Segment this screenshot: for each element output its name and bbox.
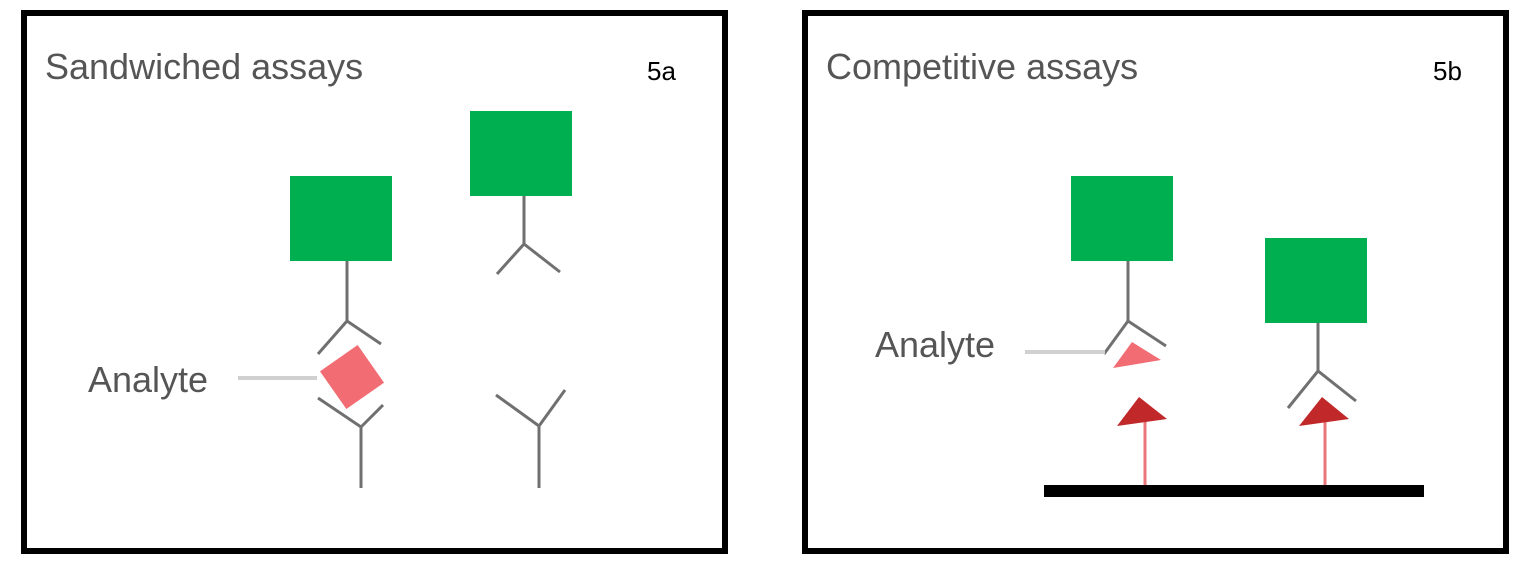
- analyte-label: Analyte: [88, 359, 209, 400]
- competitor-triangle: [1299, 397, 1349, 426]
- analyte-square: [319, 344, 385, 410]
- panel-title: Competitive assays: [826, 46, 1139, 87]
- analyte-triangle: [1113, 342, 1161, 368]
- panel-sandwiched-assays: Sandwiched assays 5a Analyte: [21, 10, 728, 554]
- free-capture-antibody: [495, 389, 567, 488]
- green-label-block: [290, 176, 392, 261]
- bound-labeled-antibody: [1071, 176, 1173, 355]
- competitive-diagram: [1025, 176, 1424, 497]
- sandwich-diagram: [238, 111, 572, 488]
- competitor-triangle: [1117, 397, 1167, 426]
- free-detection-antibody: [470, 111, 572, 276]
- analyte-label: Analyte: [875, 324, 996, 365]
- panel-title: Sandwiched assays: [45, 46, 364, 87]
- green-label-block: [470, 111, 572, 196]
- solid-surface: [1044, 485, 1424, 497]
- bound-detection-antibody: [290, 176, 392, 355]
- tethered-competitor-right: [1299, 397, 1349, 486]
- surface-bound-antibody: [1265, 238, 1367, 409]
- bound-capture-antibody: [317, 396, 385, 488]
- figure-label: 5b: [1433, 56, 1462, 86]
- panel-competitive-assays: Competitive assays 5b Analyte: [802, 10, 1509, 554]
- green-label-block: [1071, 176, 1173, 261]
- green-label-block: [1265, 238, 1367, 323]
- figure-label: 5a: [647, 56, 676, 86]
- tethered-competitor-left: [1117, 397, 1167, 486]
